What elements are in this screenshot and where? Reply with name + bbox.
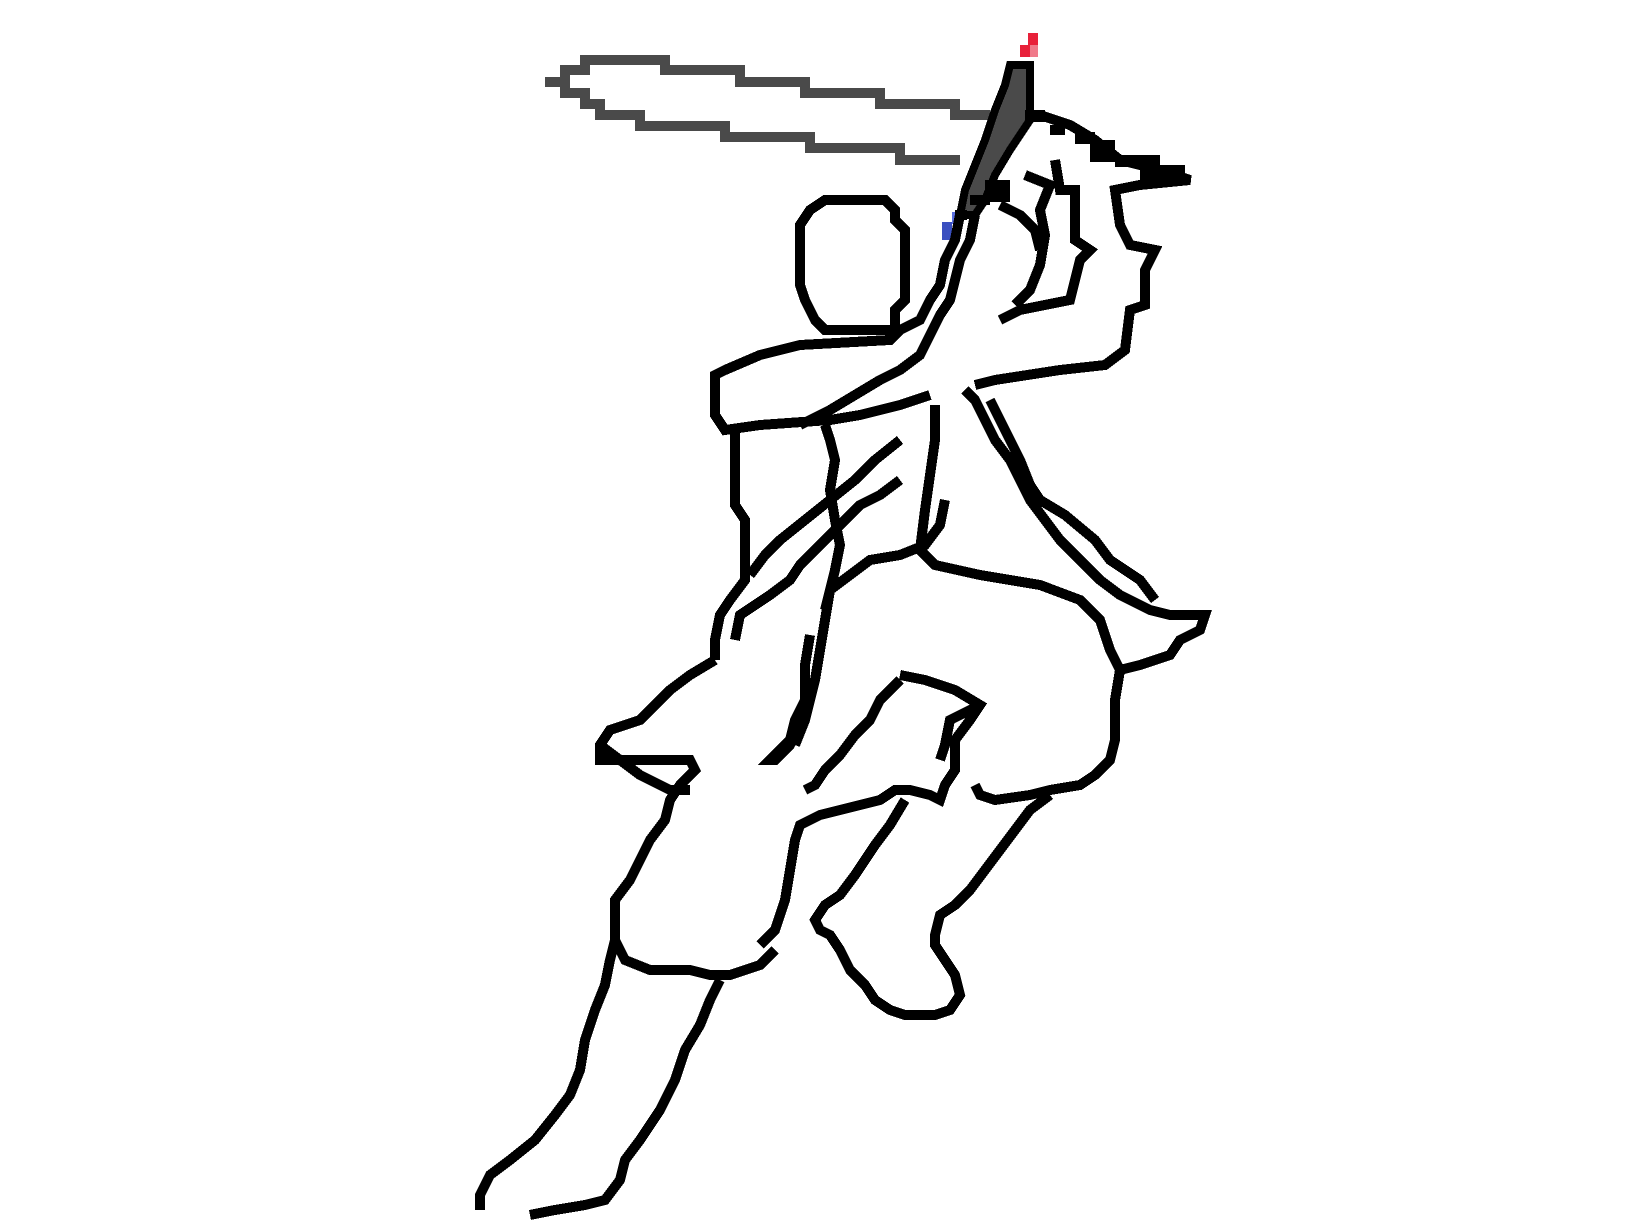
coat-tail-right-inner [985, 397, 1159, 603]
coat-tail-right [961, 386, 1212, 675]
sword-blade [545, 55, 990, 165]
raised-arm-inner [797, 214, 980, 430]
left-leg-outer [595, 655, 779, 980]
coat-tail-middle [820, 499, 950, 612]
hair-strand-2 [997, 200, 1045, 252]
hand-accent-blue [942, 222, 952, 240]
hair-strand [1011, 170, 1057, 309]
figure-outline [475, 110, 1212, 1220]
left-leg-inner [529, 977, 725, 1220]
sword-tip-pink [1030, 45, 1038, 57]
sash-line-1 [746, 436, 904, 578]
sword-hand [955, 110, 1185, 220]
sword-tip-top [1028, 33, 1038, 45]
sword-tip-red [1020, 45, 1032, 57]
right-leg-inner-2 [935, 700, 983, 762]
left-leg-bottom [475, 938, 620, 1210]
right-leg-outer [757, 634, 815, 765]
right-leg-inner-line [802, 676, 904, 795]
right-leg-knee [970, 669, 1125, 806]
raised-arm [710, 214, 965, 436]
back-hair-inner [997, 159, 1098, 325]
torso-left [710, 430, 750, 660]
torso-center [790, 423, 846, 747]
right-shin [809, 791, 1053, 1020]
left-leg-cuff [597, 741, 690, 795]
sash-line-2 [730, 476, 903, 641]
torso-right [914, 405, 1125, 673]
